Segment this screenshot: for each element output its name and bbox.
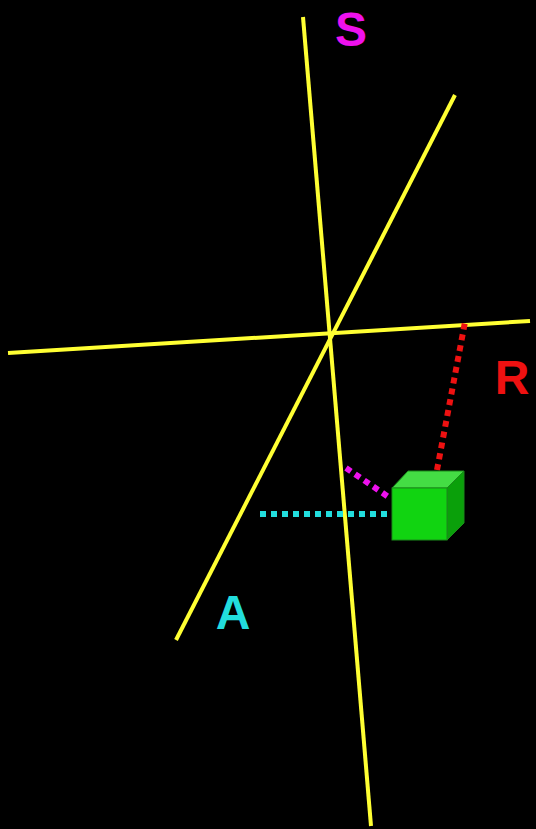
cube-side (447, 471, 464, 540)
s-axis (303, 17, 371, 826)
r-axis (8, 321, 530, 353)
s-distance (346, 468, 390, 498)
a-axis (176, 95, 455, 640)
axis-label: R (495, 354, 530, 402)
a-distance (260, 511, 392, 517)
axis-label: S (335, 6, 367, 54)
axis-label: A (216, 589, 251, 637)
r-distance (437, 322, 465, 470)
cube-front (392, 488, 447, 540)
